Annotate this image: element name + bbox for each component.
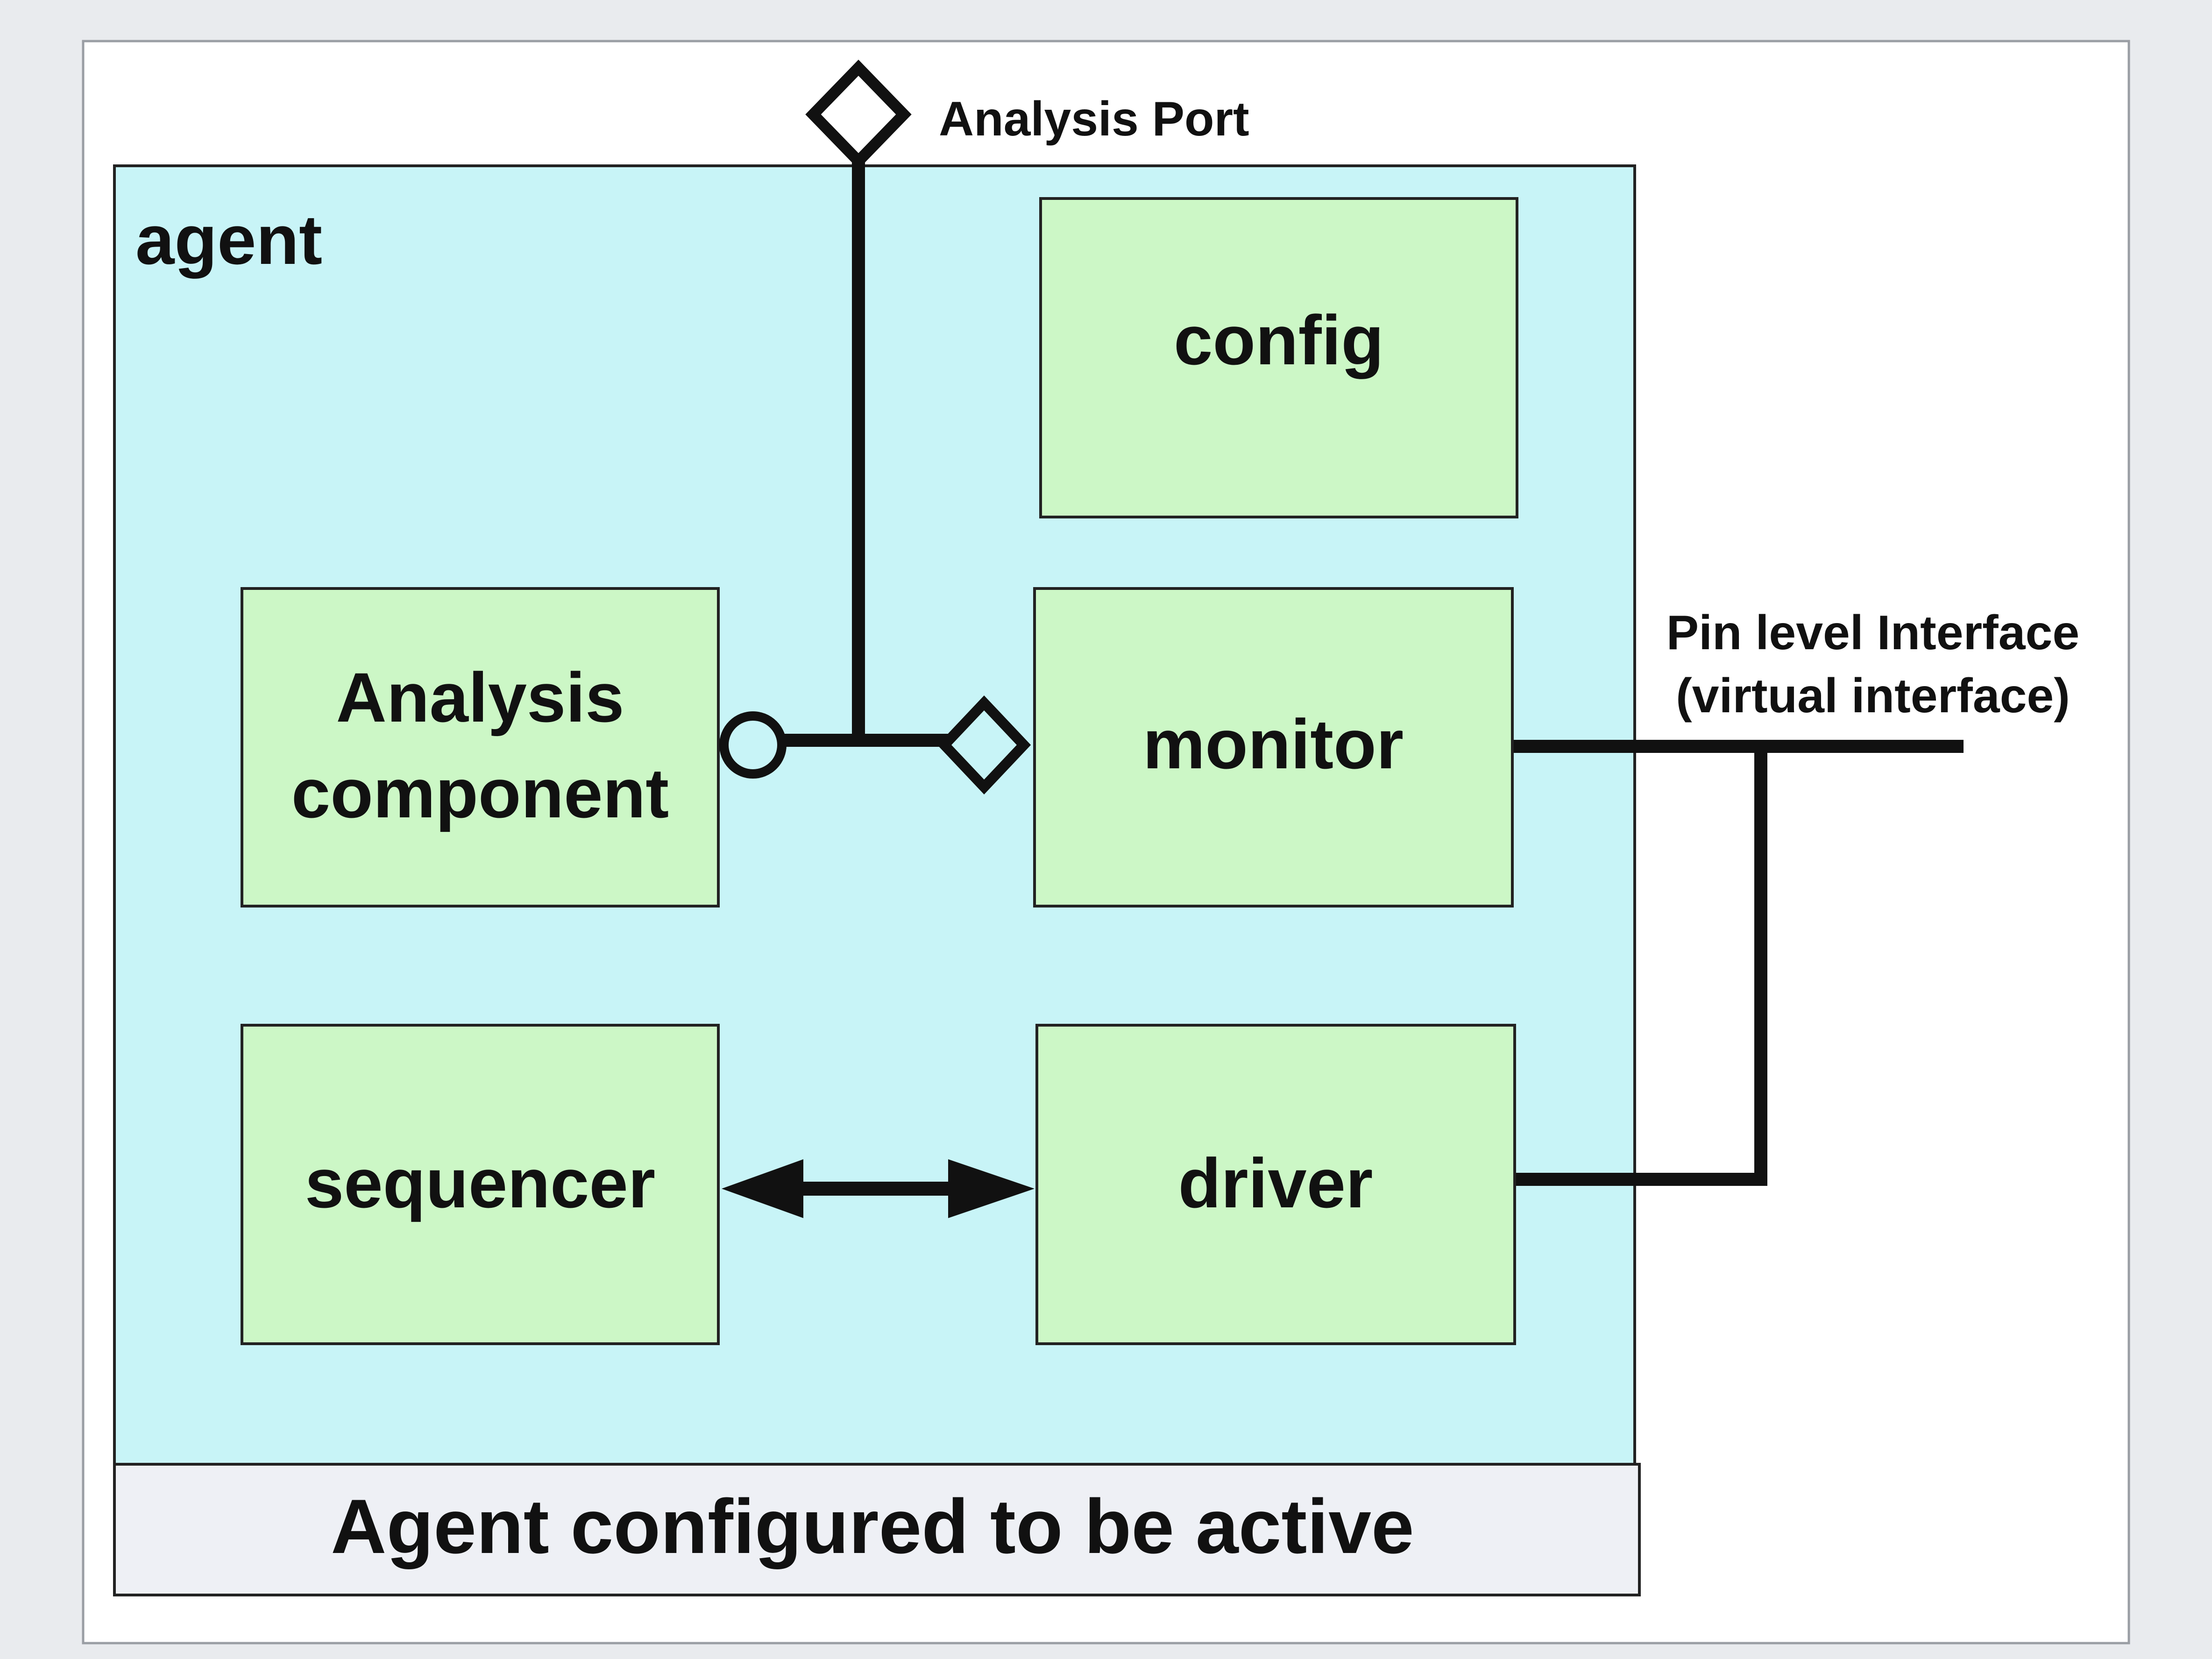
analysis-component-box xyxy=(241,587,720,907)
config-label: config xyxy=(1174,301,1384,379)
agent-label: agent xyxy=(135,200,322,279)
pin-interface-label-line1: Pin level Interface xyxy=(1666,606,2079,660)
sequencer-driver-arrow-icon xyxy=(722,1159,1035,1218)
analysis-port-diamond-icon xyxy=(805,59,912,170)
monitor-box xyxy=(1033,587,1514,907)
config-box xyxy=(1039,197,1518,518)
footer-caption: Agent configured to be active xyxy=(331,1483,1414,1569)
analysis-component-label-line2: component xyxy=(291,754,669,832)
analysis-export-circle-icon xyxy=(719,711,787,779)
analysis-port-label: Analysis Port xyxy=(939,92,1249,146)
analysis-component-label-line1: Analysis xyxy=(336,658,624,737)
sequencer-box xyxy=(241,1024,720,1345)
wires xyxy=(771,157,1964,1186)
driver-label: driver xyxy=(1178,1144,1373,1222)
monitor-port-diamond-icon xyxy=(937,695,1031,795)
driver-box xyxy=(1035,1024,1516,1345)
pin-interface-label-line2: (virtual interface) xyxy=(1676,669,2070,723)
monitor-label: monitor xyxy=(1143,705,1404,783)
footer-caption-bar xyxy=(113,1463,1641,1596)
sequencer-label: sequencer xyxy=(305,1144,655,1222)
driver-interface-wire xyxy=(1508,740,1767,1186)
